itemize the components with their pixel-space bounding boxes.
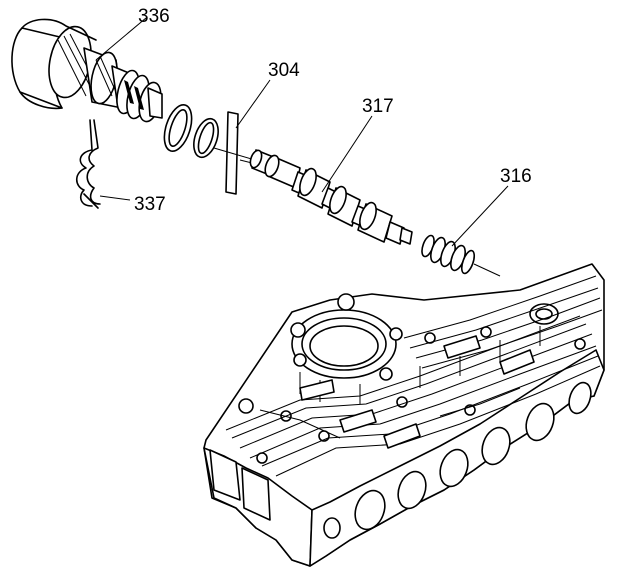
o-rings (163, 104, 219, 159)
callout-336: 336 (138, 6, 170, 27)
leader-lines (95, 17, 147, 61)
part-337-retaining-clip (75, 119, 131, 209)
callout-337: 337 (134, 194, 166, 215)
callout-317: 317 (362, 96, 394, 117)
part-336-solenoid (11, 18, 163, 123)
callout-304: 304 (268, 60, 300, 81)
valve-body (203, 263, 605, 567)
callout-316: 316 (500, 166, 532, 187)
part-316-spring (421, 185, 509, 277)
part-317-valve-spool (239, 115, 413, 245)
part-304-plate (213, 79, 271, 195)
